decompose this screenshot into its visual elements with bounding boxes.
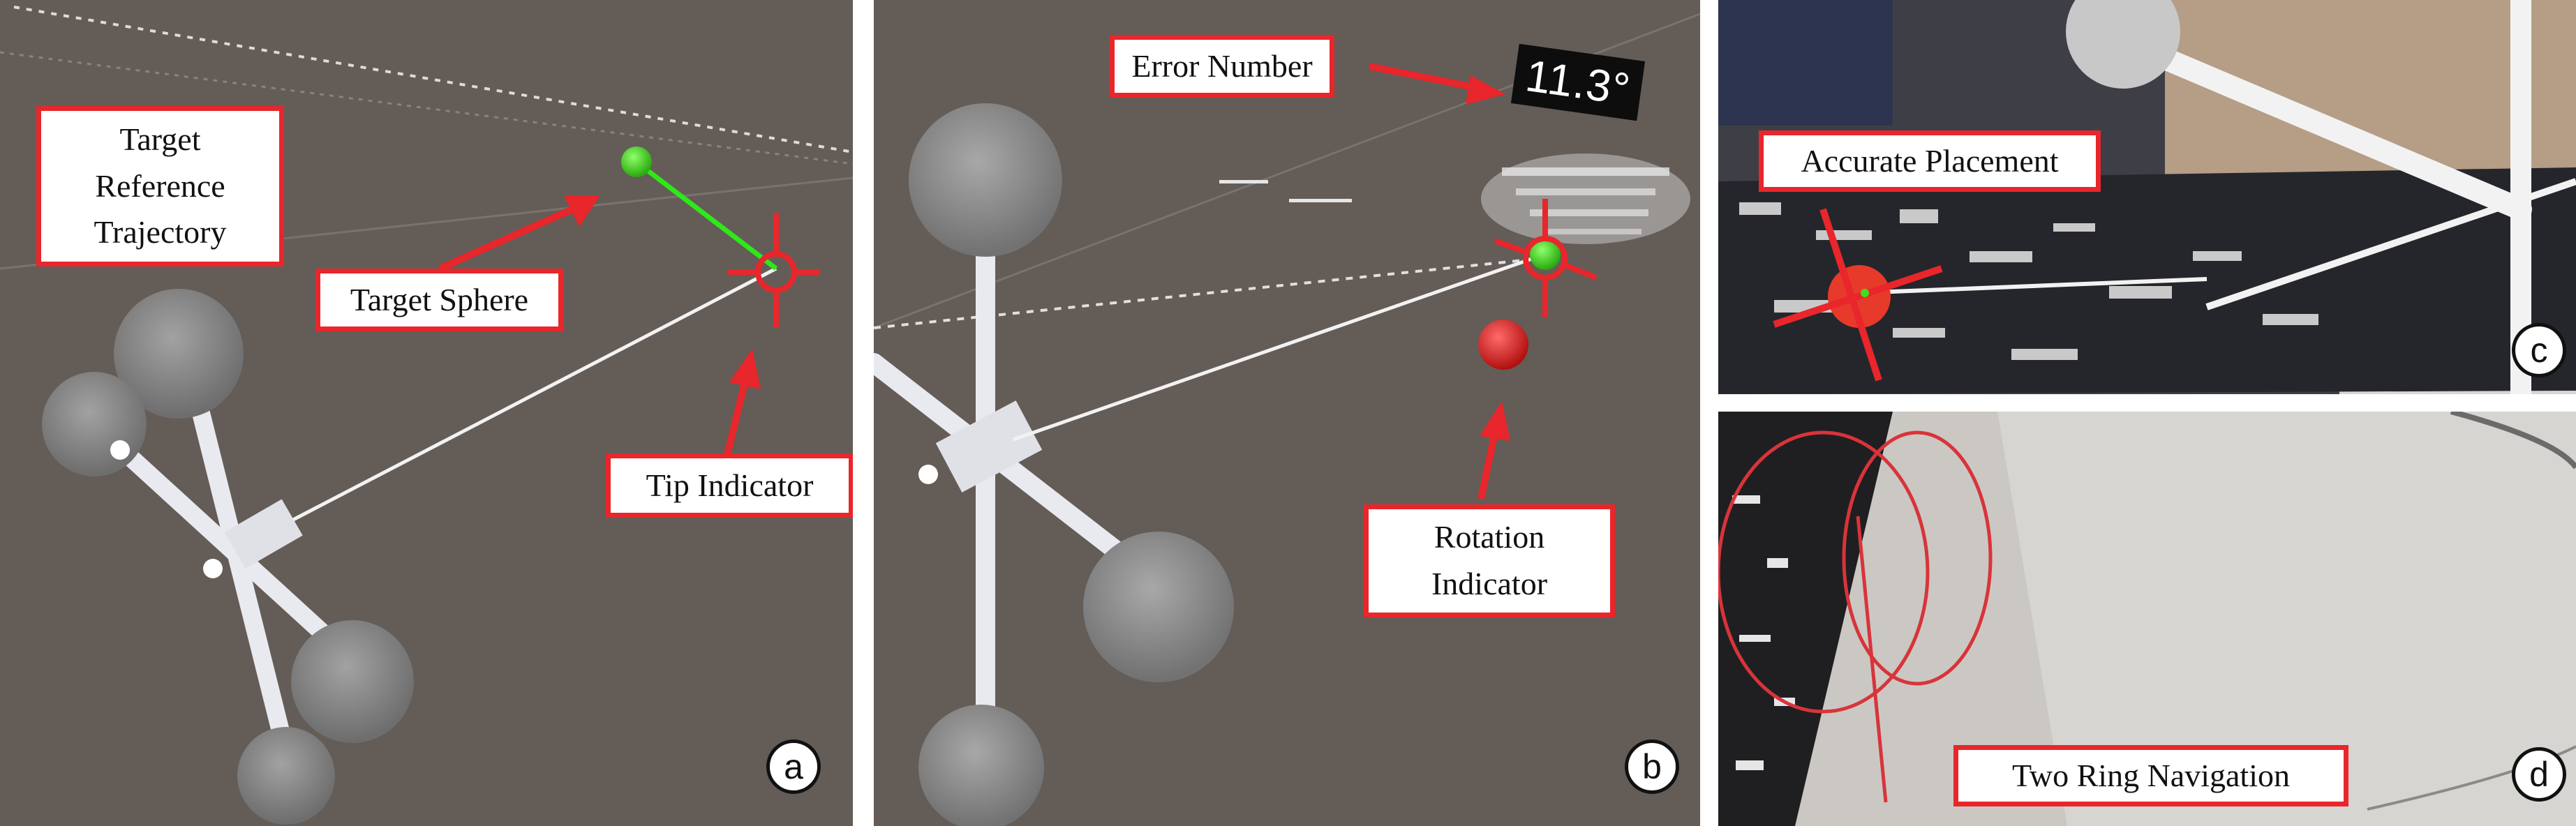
panel-a-badge: a <box>766 739 821 794</box>
two-ring-navigation-label-text: Two Ring Navigation <box>2012 757 2290 793</box>
target-sphere <box>1530 239 1561 270</box>
accurate-placement-label-text: Accurate Placement <box>1801 142 2059 179</box>
panel-a: Target Reference Trajectory Target Spher… <box>0 0 853 826</box>
trajectory-dotted-line <box>13 6 853 153</box>
panel-c: Accurate Placement c <box>1718 0 2576 394</box>
panel-c-badge: c <box>2512 323 2566 377</box>
accurate-placement-indicator <box>1773 208 1943 382</box>
pointer-shaft <box>1857 277 2208 295</box>
panel-d-badge: d <box>2512 747 2566 802</box>
target-sphere <box>621 147 652 177</box>
trajectory-dashed-line <box>874 257 1544 329</box>
accurate-placement-label: Accurate Placement <box>1759 130 2101 192</box>
tool-shaft <box>2205 178 2576 310</box>
target-trajectory-label: Target Reference Trajectory <box>36 106 284 266</box>
panel-b-badge: b <box>1625 739 1679 794</box>
error-number-label-text: Error Number <box>1131 47 1313 84</box>
point-cloud <box>1732 495 1795 770</box>
target-sphere-label-text: Target Sphere <box>350 281 529 317</box>
error-number-label: Error Number <box>1110 35 1334 98</box>
annotation-arrows <box>1369 63 1510 500</box>
target-sphere-label: Target Sphere <box>315 269 563 331</box>
point-cloud <box>1739 202 2318 360</box>
two-ring-navigation-label: Two Ring Navigation <box>1953 745 2348 806</box>
tip-offset-line <box>635 160 778 271</box>
tracked-tool <box>42 266 777 825</box>
target-sphere <box>1861 289 1869 297</box>
two-ring-navigation-rings <box>1718 430 1993 803</box>
rotation-indicator-label-text: Rotation Indicator <box>1431 519 1548 601</box>
rotation-indicator-label: Rotation Indicator <box>1364 504 1615 617</box>
marker-sphere <box>2066 0 2180 89</box>
target-reference-trajectory-line <box>0 51 853 165</box>
tracked-tool <box>874 103 1544 826</box>
tool-arm-rod <box>2098 24 2532 220</box>
tip-indicator-label-text: Tip Indicator <box>646 467 814 503</box>
tip-indicator-crosshair <box>727 213 820 328</box>
panel-b: 11.3° Error Number Rotation Indicator b <box>874 0 1700 826</box>
tip-indicator-label: Tip Indicator <box>606 453 853 518</box>
tip-indicator-crosshair <box>1494 199 1598 317</box>
panel-a-scene <box>0 6 853 825</box>
panel-b-scene <box>874 13 1700 826</box>
rotation-indicator-sphere <box>1478 320 1528 370</box>
panel-c-photo <box>1718 0 2576 394</box>
target-trajectory-label-text: Target Reference Trajectory <box>94 121 227 250</box>
annotation-arrows <box>438 195 761 462</box>
panel-d: Two Ring Navigation d <box>1718 412 2576 826</box>
point-cloud <box>1219 153 1690 244</box>
